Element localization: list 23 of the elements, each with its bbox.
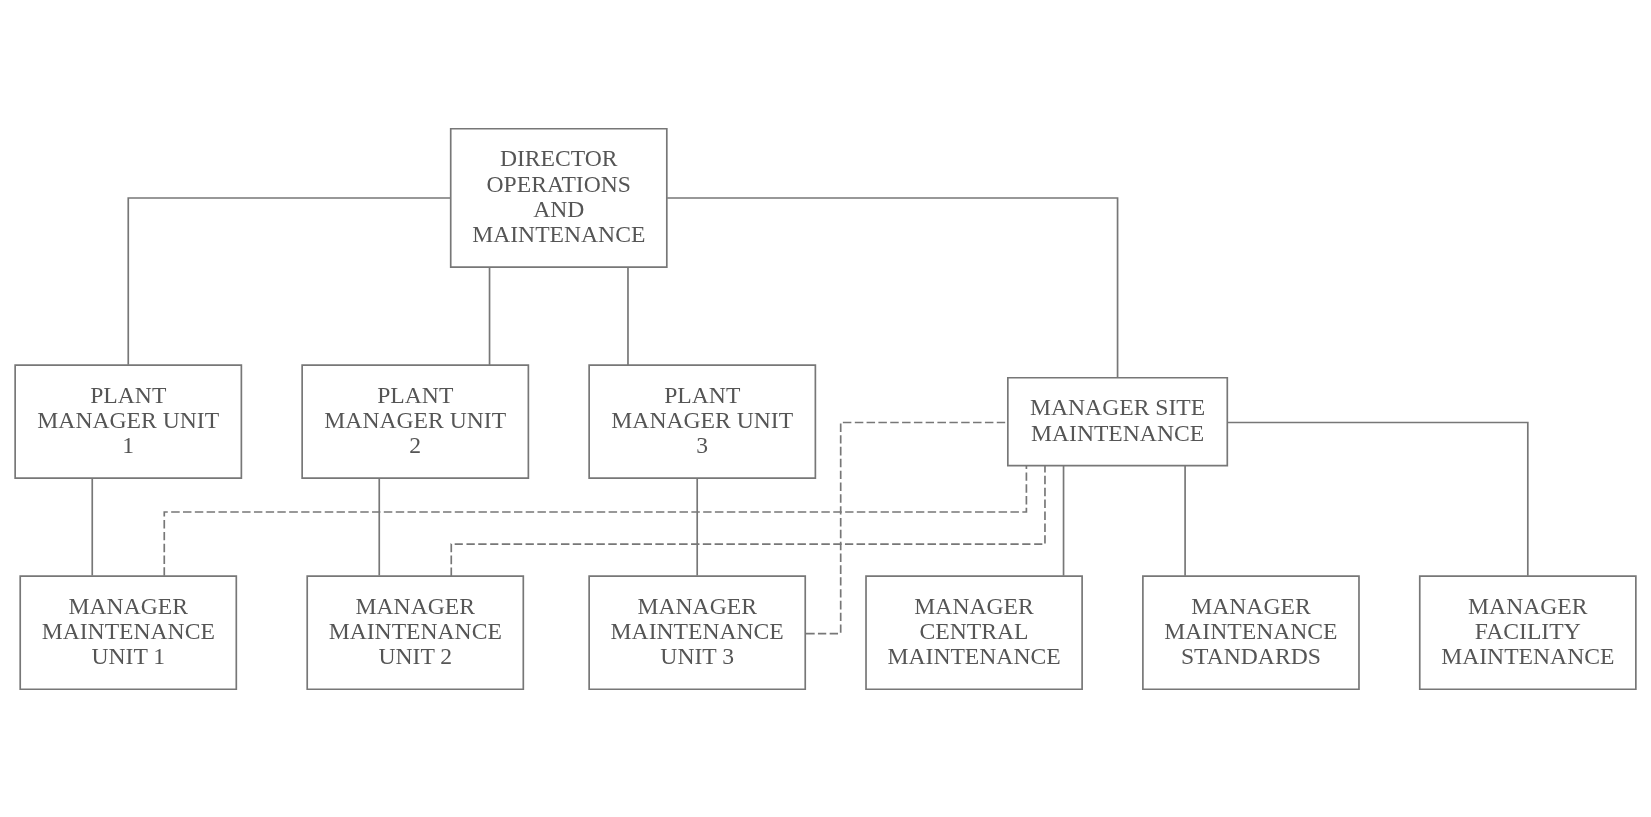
- connector: [127, 196, 452, 365]
- connector: [488, 266, 491, 366]
- connector: [1226, 421, 1529, 577]
- node-box: MANAGER SITE MAINTENANCE: [1007, 376, 1229, 466]
- connector: [627, 266, 629, 366]
- connector: [696, 477, 699, 576]
- node-box: DIRECTOR OPERATIONS AND MAINTENANCE: [449, 127, 668, 268]
- connector: [666, 196, 1119, 378]
- node-box: MANAGER MAINTENANCE UNIT 3: [588, 574, 807, 690]
- node-box: PLANT MANAGER UNIT 3: [588, 363, 817, 479]
- connector: [91, 477, 94, 576]
- node-box: MANAGER CENTRAL MAINTENANCE: [865, 574, 1083, 690]
- connector: [1062, 464, 1065, 576]
- connector: [378, 477, 381, 576]
- node-box: PLANT MANAGER UNIT 2: [301, 363, 530, 479]
- connector: [1184, 464, 1186, 576]
- node-box: PLANT MANAGER UNIT 1: [14, 363, 243, 479]
- node-box: MANAGER FACILITY MAINTENANCE: [1418, 574, 1637, 690]
- node-box: MANAGER MAINTENANCE STANDARDS: [1142, 574, 1360, 690]
- connector: [163, 464, 1028, 577]
- connector: [450, 464, 1046, 577]
- node-box: MANAGER MAINTENANCE UNIT 2: [306, 574, 525, 690]
- node-box: MANAGER MAINTENANCE UNIT 1: [19, 574, 238, 690]
